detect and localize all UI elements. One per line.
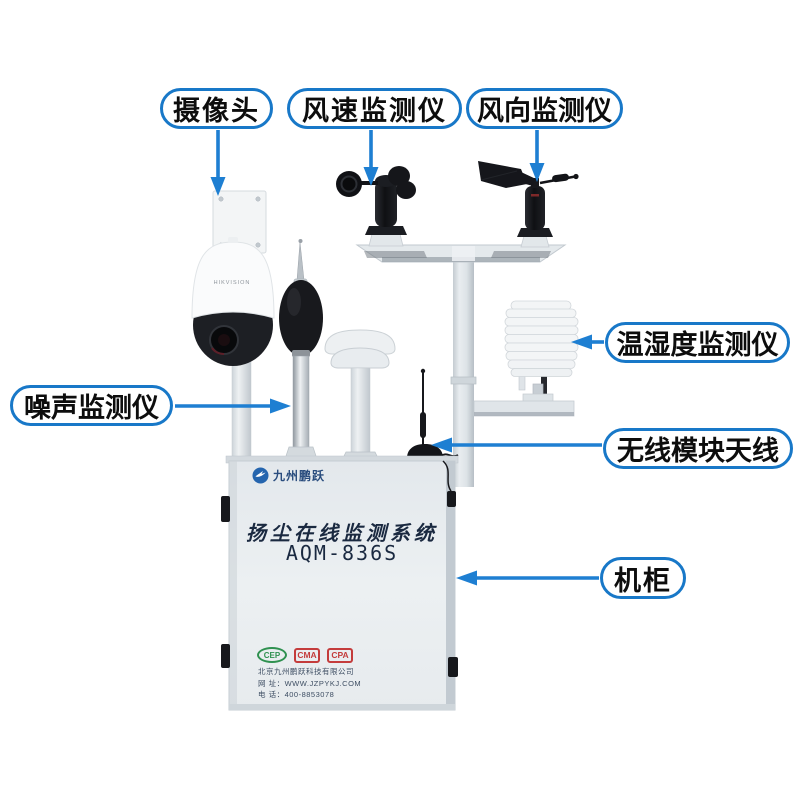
certification-badges: CEP CMA CPA	[257, 647, 353, 663]
hinge	[221, 644, 230, 668]
mast	[355, 244, 567, 487]
wind-vane	[478, 161, 579, 248]
callout-noise: 噪声监测仪	[10, 385, 173, 426]
hinge	[221, 496, 230, 522]
brand-logo: 九州鹏跃	[252, 467, 325, 484]
brand-logo-icon	[252, 467, 269, 484]
callout-wind-direction: 风向监测仪	[466, 88, 623, 129]
callout-cabinet: 机柜	[600, 557, 686, 599]
cpa-badge: CPA	[327, 647, 353, 663]
company-info: 北京九州鹏跃科技有限公司 网 址：WWW.JZPYKJ.COM 电 话：400-…	[258, 666, 361, 701]
callout-wind-speed: 风速监测仪	[287, 88, 462, 129]
sampling-inlet	[324, 329, 396, 461]
callout-wireless-antenna: 无线模块天线	[603, 428, 793, 469]
company-phone: 电 话：400-8853078	[258, 690, 335, 700]
model-number: AQM-836S	[285, 541, 399, 565]
company-website: 网 址：WWW.JZPYKJ.COM	[258, 678, 362, 688]
radiation-shield	[473, 300, 579, 417]
anemometer	[336, 166, 416, 247]
callout-temp-humidity: 温湿度监测仪	[605, 322, 790, 363]
noise-sensor	[279, 239, 323, 460]
callout-camera: 摄像头	[160, 88, 273, 129]
wireless-antenna	[407, 368, 459, 462]
system-title: 扬尘在线监测系统	[246, 523, 438, 545]
cabinet-body	[221, 455, 459, 711]
company-name: 北京九州鹏跃科技有限公司	[258, 667, 354, 676]
cma-badge: CMA	[294, 647, 320, 663]
cep-badge: CEP	[257, 647, 287, 663]
camera-brand: HIKVISION	[213, 280, 251, 286]
brand-name: 九州鹏跃	[273, 469, 326, 483]
ptz-camera	[191, 190, 275, 463]
